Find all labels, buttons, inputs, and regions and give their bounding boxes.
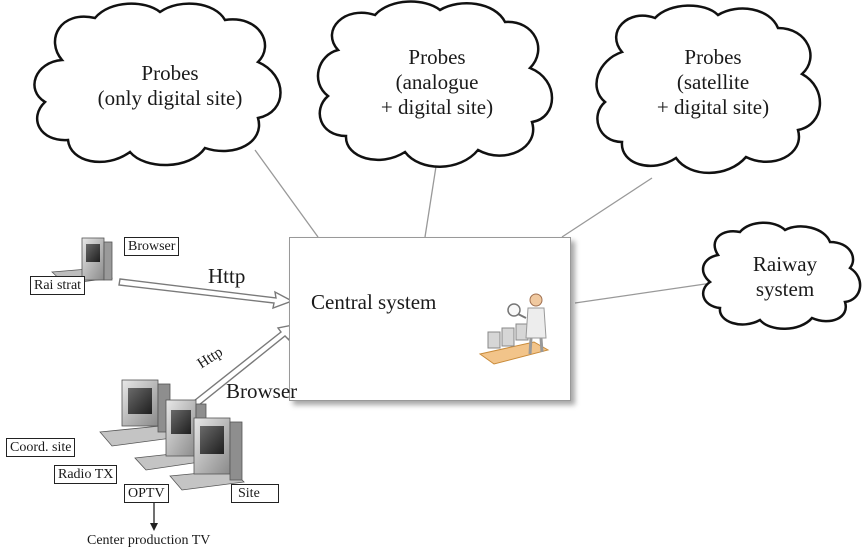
operator-icon bbox=[478, 293, 550, 365]
central-system-label: Central system bbox=[311, 290, 437, 314]
cloud-probes-analogue-line2: (analogue bbox=[395, 70, 479, 94]
cloud-probes-analogue bbox=[316, 0, 554, 168]
cloud-railway bbox=[701, 221, 862, 330]
cloud-probes-satellite-line1: Probes bbox=[684, 45, 742, 69]
http-label-top: Http bbox=[208, 264, 246, 288]
cloud-probes-analogue-line1: Probes bbox=[408, 45, 466, 69]
coord-site-box: Coord. site bbox=[6, 438, 76, 457]
cloud-probes-digital-text: Probes (only digital site) bbox=[70, 61, 270, 111]
site-box: Site bbox=[231, 484, 279, 503]
arrow-down-icon bbox=[150, 523, 158, 531]
cloud-probes-satellite-text: Probes (satellite + digital site) bbox=[628, 45, 798, 120]
cloud-probes-digital-line1: Probes bbox=[141, 61, 199, 85]
line-railway bbox=[574, 282, 713, 304]
http-arrow-top bbox=[118, 278, 294, 310]
connector-lines bbox=[153, 149, 713, 524]
optv-box: OPTV bbox=[124, 484, 169, 503]
cloud-railway-line1: Raiway bbox=[752, 252, 818, 276]
browser-box-top: Browser bbox=[124, 237, 180, 256]
rai-strat-box: Rai strat bbox=[30, 276, 86, 295]
line-probes-satellite bbox=[561, 177, 653, 238]
radio-tx-box: Radio TX bbox=[54, 465, 118, 484]
cloud-railway-line2: system bbox=[755, 277, 815, 301]
cloud-probes-digital bbox=[33, 2, 282, 167]
browser-label-bottom: Browser bbox=[226, 379, 298, 403]
cloud-probes-satellite-line3: + digital site) bbox=[656, 95, 770, 119]
line-probes-digital bbox=[254, 149, 319, 238]
cloud-probes-satellite bbox=[595, 4, 822, 175]
cloud-probes-digital-line2: (only digital site) bbox=[97, 86, 243, 110]
cloud-probes-analogue-line3: + digital site) bbox=[380, 95, 494, 119]
cloud-railway-text: Raiway system bbox=[725, 252, 845, 302]
computer-icon-rai-strat bbox=[51, 237, 113, 285]
center-production-label: Center production TV bbox=[87, 533, 211, 548]
computer-icon-coord-site bbox=[99, 379, 173, 447]
central-system-box: Central system bbox=[289, 237, 571, 401]
computer-icon-site bbox=[169, 417, 245, 491]
line-probes-analogue bbox=[424, 159, 438, 238]
cloud-probes-satellite-line2: (satellite bbox=[676, 70, 750, 94]
cloud-probes-analogue-text: Probes (analogue + digital site) bbox=[352, 45, 522, 120]
